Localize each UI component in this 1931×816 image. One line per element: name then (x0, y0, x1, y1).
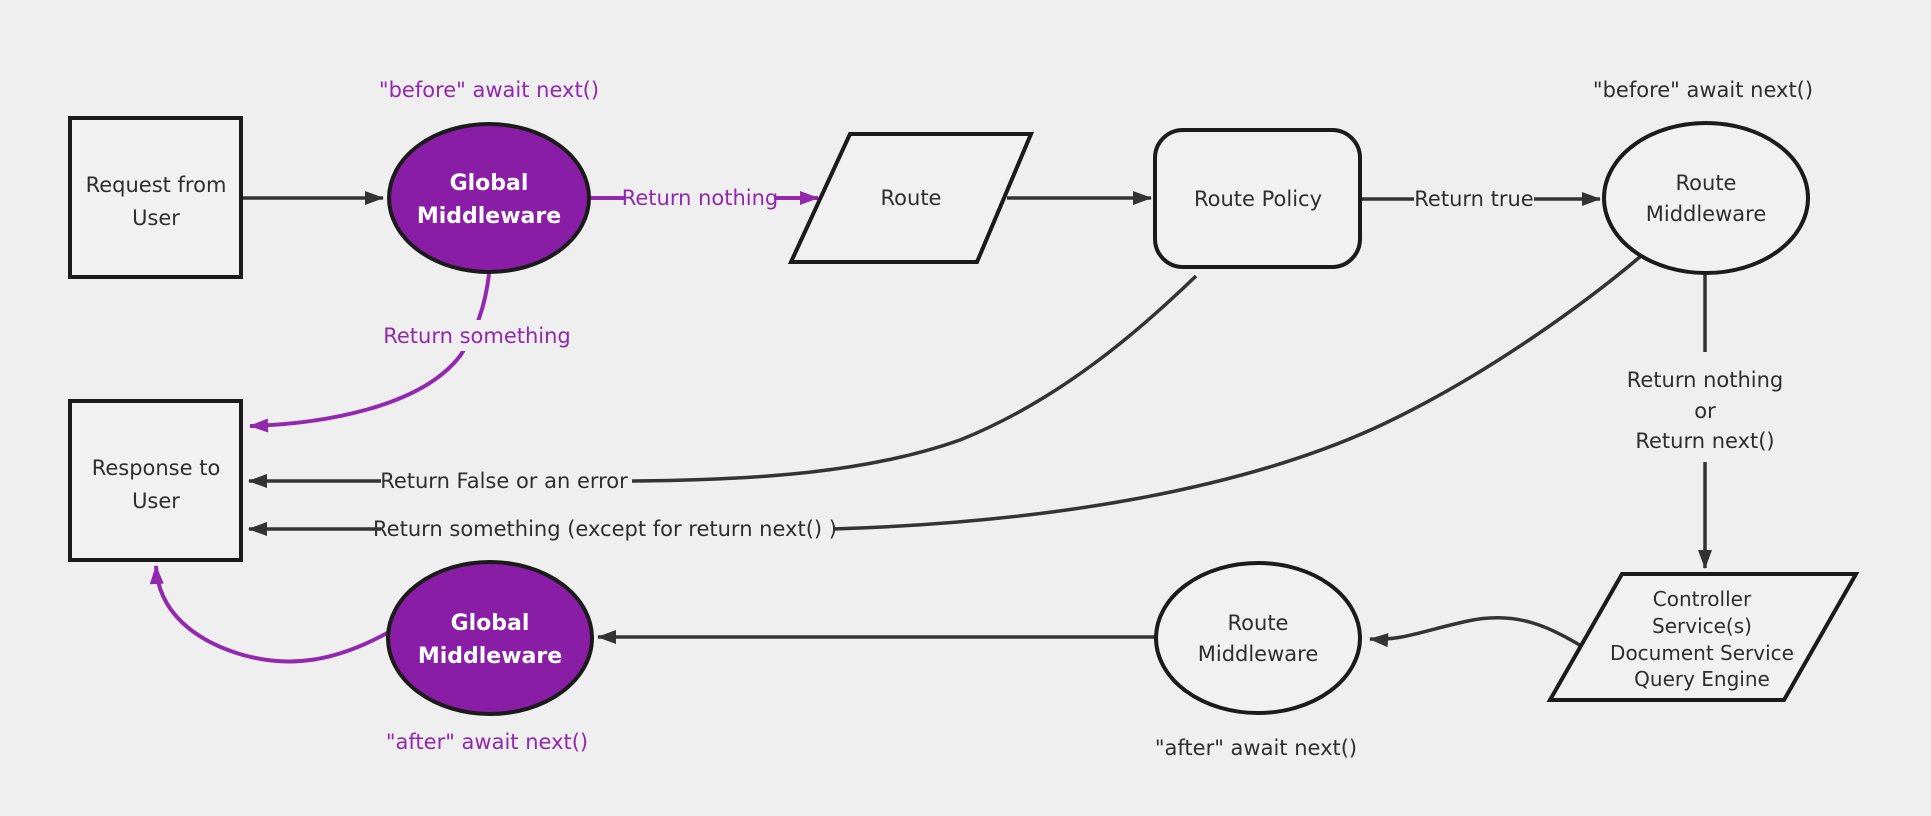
edge-route-policy-to-response: Return False or an error (248, 274, 1198, 493)
parallelogram-shape (787, 132, 1035, 264)
edge-controller-to-route-middleware-bottom (1369, 616, 1587, 651)
arrow-curve (832, 254, 1643, 531)
edge-route-middleware-top-to-response: Return something (except for return next… (248, 254, 1643, 541)
node-controller-block: Controller Service(s) Document Service Q… (1546, 572, 1860, 702)
node-label: Middleware (1198, 642, 1319, 666)
arrow-curve (1369, 616, 1587, 651)
annotation-after-await-left: "after" await next() (386, 730, 588, 754)
edge-label-return-false: Return False or an error (380, 469, 628, 493)
node-label: User (132, 206, 180, 230)
node-label: Route Policy (1194, 187, 1322, 211)
node-label: Route (881, 186, 942, 210)
rounded-rectangle-shape (1153, 128, 1362, 269)
edge-global-middleware-top-to-response: Return something (249, 273, 572, 433)
edge-label-return-nothing-or-3: Return next() (1635, 429, 1774, 453)
ellipse-shape (1602, 121, 1810, 275)
node-route: Route (787, 132, 1035, 264)
edge-route-policy-to-route-middleware: Return true (1361, 187, 1601, 211)
edge-label-return-true: Return true (1414, 187, 1533, 211)
node-route-middleware-top: Route Middleware (1602, 121, 1810, 275)
node-route-policy: Route Policy (1153, 128, 1362, 269)
ellipse-shape (387, 122, 591, 274)
node-label: Controller (1653, 587, 1752, 611)
node-global-middleware-top: Global Middleware (387, 122, 591, 274)
node-route-middleware-bottom: Route Middleware (1154, 561, 1362, 715)
edge-global-middleware-bottom-to-response (149, 565, 390, 664)
edge-label-return-nothing-or-2: or (1694, 399, 1716, 423)
arrow-curve (631, 274, 1198, 483)
node-label: Route (1676, 171, 1737, 195)
node-label: Query Engine (1634, 667, 1770, 691)
node-label: Request from (86, 173, 227, 197)
node-response-to-user: Response to User (68, 399, 243, 562)
ellipse-shape (1154, 561, 1362, 715)
ellipse-shape (386, 560, 594, 716)
node-label: Middleware (1646, 202, 1767, 226)
parallelogram-shape (1546, 572, 1860, 702)
arrow-curve (249, 273, 491, 433)
edge-label-return-nothing-or-1: Return nothing (1627, 368, 1784, 392)
node-label: Route (1228, 611, 1289, 635)
arrow-curve (149, 565, 390, 664)
edge-label-return-something: Return something (383, 324, 571, 348)
rectangle-shape (68, 399, 243, 562)
node-request-from-user: Request from User (68, 116, 243, 279)
edge-route-middleware-to-controller: Return nothing or Return next() (1627, 274, 1784, 569)
node-label: Middleware (418, 644, 562, 669)
node-label: Document Service (1610, 641, 1794, 665)
edge-label-return-nothing: Return nothing (622, 186, 779, 210)
node-label: Response to (92, 456, 221, 480)
node-label: Global (451, 611, 530, 636)
annotation-before-await-right: "before" await next() (1593, 78, 1813, 102)
node-label: Global (450, 171, 529, 196)
label-background (382, 320, 572, 351)
node-label: Middleware (417, 204, 561, 229)
edge-label-return-something-except: Return something (except for return next… (373, 517, 837, 541)
edge-global-middleware-to-route: Return nothing (590, 186, 819, 210)
annotation-before-await-left: "before" await next() (379, 78, 599, 102)
rectangle-shape (68, 116, 243, 279)
node-label: User (132, 489, 180, 513)
node-global-middleware-bottom: Global Middleware (386, 560, 594, 716)
node-label: Service(s) (1652, 614, 1752, 638)
annotation-after-await-middle: "after" await next() (1155, 736, 1357, 760)
